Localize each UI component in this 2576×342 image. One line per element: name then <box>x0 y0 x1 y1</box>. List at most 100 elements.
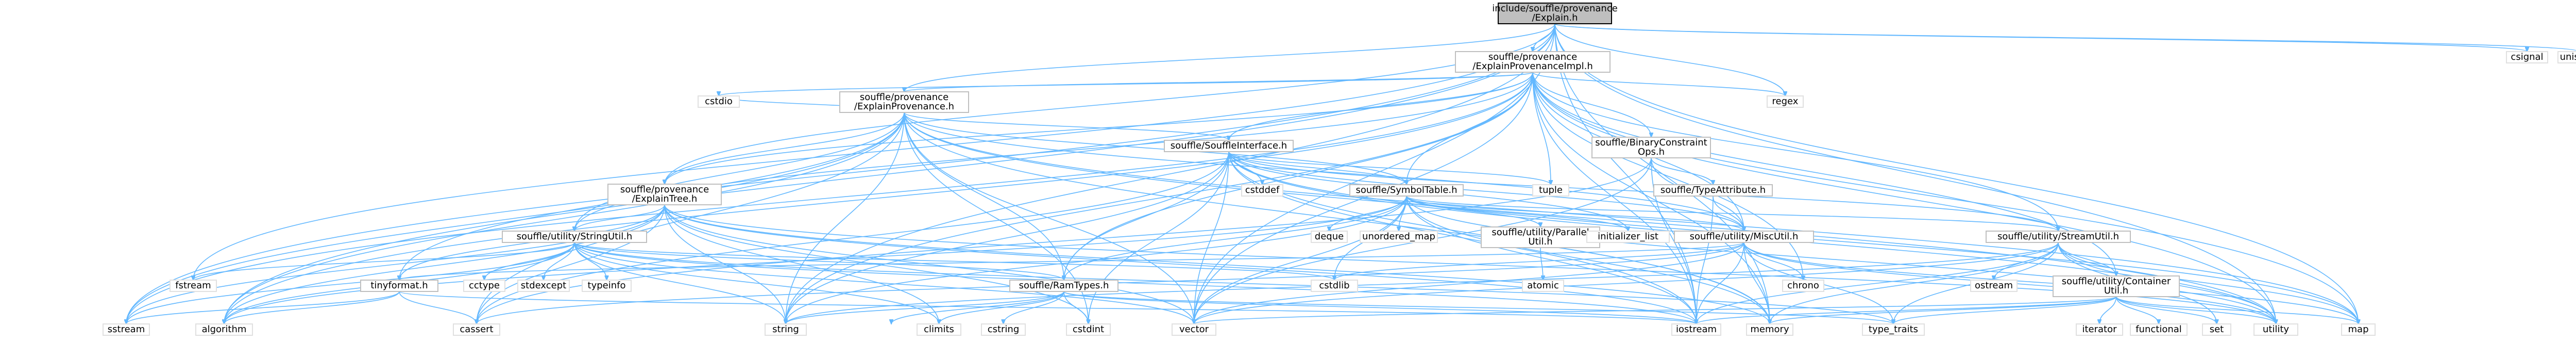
edge-stringutil-to-fstream <box>193 242 575 280</box>
edge-miscutil-to-iostream <box>1697 242 1744 324</box>
node-unordered_map[interactable]: unordered_map <box>1360 231 1438 243</box>
node-explainprov[interactable]: souffle/provenance/ExplainProvenance.h <box>839 91 969 113</box>
node-symboltable[interactable]: souffle/SymbolTable.h <box>1349 184 1464 197</box>
node-box-map <box>2341 323 2376 336</box>
node-box-binaryconstraint <box>1591 137 1711 158</box>
node-climits[interactable]: climits <box>917 323 961 336</box>
node-fstream[interactable]: fstream <box>170 280 217 292</box>
node-cstdint[interactable]: cstdint <box>1066 323 1111 336</box>
node-cctype[interactable]: cctype <box>463 280 505 292</box>
node-label-fstream: fstream <box>175 280 211 291</box>
edge-stringutil-to-cstdlib <box>574 242 1334 280</box>
edge-explainprovimpl-to-memory <box>1532 72 1770 324</box>
edge-miscutil-to-cstdlib <box>1334 242 1744 280</box>
edge-explainprovimpl-to-regex <box>1532 72 1785 96</box>
node-box-cassert <box>453 323 500 336</box>
node-box-cstdlib <box>1311 280 1358 292</box>
edge-miscutil-to-vector <box>1194 242 1744 324</box>
node-root[interactable]: include/souffle/provenance/Explain.h <box>1492 3 1618 24</box>
node-label-symboltable: souffle/SymbolTable.h <box>1355 185 1457 196</box>
edge-root-to-explainprov <box>904 23 1555 92</box>
node-box-string <box>765 323 807 336</box>
edge-containerutil-to-functional <box>2115 296 2159 324</box>
node-deque[interactable]: deque <box>1311 231 1348 243</box>
node-regex[interactable]: regex <box>1767 95 1804 108</box>
node-cstdlib[interactable]: cstdlib <box>1311 280 1358 292</box>
node-ramtypes[interactable]: souffle/RamTypes.h <box>1009 280 1118 292</box>
edge-explainprovimpl-to-utility <box>1532 72 2276 324</box>
edge-root-to-utility <box>1554 23 2276 324</box>
node-cstddef[interactable]: cstddef <box>1241 184 1283 197</box>
edge-root-to-algorithm <box>224 23 1555 324</box>
edge-explaintree-to-sstream <box>126 204 665 324</box>
edge-stringutil-to-stdexcept <box>544 242 575 280</box>
edge-explaintree-to-climits <box>664 204 939 324</box>
edge-containerutil-to-type_traits <box>1893 296 2117 324</box>
node-iterator[interactable]: iterator <box>2076 323 2123 336</box>
edge-explainprovimpl-to-sstream <box>126 72 1533 324</box>
node-box-atomic <box>1522 280 1564 292</box>
edge-streamutil-to-memory <box>1770 242 2059 324</box>
node-box-iterator <box>2076 323 2123 336</box>
node-label-functional: functional <box>2136 324 2182 335</box>
edge-explainprovimpl-to-streamutil <box>1532 72 2058 231</box>
node-label-cstring: cstring <box>988 324 1020 335</box>
node-initializer_list[interactable]: initializer_list <box>1586 231 1670 243</box>
node-typeattribute[interactable]: souffle/TypeAttribute.h <box>1653 184 1773 197</box>
node-miscutil[interactable]: souffle/utility/MiscUtil.h <box>1674 231 1814 243</box>
node-tinyformat[interactable]: tinyformat.h <box>360 280 438 292</box>
edge-symboltable-to-utility <box>1406 196 2276 324</box>
node-type_traits[interactable]: type_traits <box>1862 323 1925 336</box>
node-csignal[interactable]: csignal <box>2506 51 2548 63</box>
edge-explainprov-to-map <box>904 112 2359 324</box>
node-box-utility <box>2253 323 2298 336</box>
node-stdexcept[interactable]: stdexcept <box>517 280 570 292</box>
node-box-containerutil <box>2053 275 2180 297</box>
node-typeinfo[interactable]: typeinfo <box>582 280 632 292</box>
node-label-cstddef: cstddef <box>1245 185 1280 196</box>
node-label-binaryconstraint: souffle/BinaryConstraint <box>1595 137 1707 148</box>
edge-tinyformat-to-cassert <box>399 291 477 324</box>
node-vector[interactable]: vector <box>1172 323 1216 336</box>
node-box-memory <box>1746 323 1793 336</box>
edge-explainprovimpl-to-map <box>1532 72 2359 324</box>
node-label-unistd: unistd.h <box>2560 52 2576 62</box>
edge-containerutil-to-iostream <box>1697 296 2117 324</box>
node-iostream[interactable]: iostream <box>1671 323 1721 336</box>
node-memory[interactable]: memory <box>1746 323 1793 336</box>
node-label-parallelutil: Util.h <box>1528 236 1552 247</box>
node-explaintree[interactable]: souffle/provenance/ExplainTree.h <box>607 184 722 205</box>
node-label-ostream: ostream <box>1975 280 2013 291</box>
node-set[interactable]: set <box>2202 323 2231 336</box>
node-string[interactable]: string <box>765 323 807 336</box>
node-algorithm[interactable]: algorithm <box>195 323 253 336</box>
node-box-souffleinterface <box>1164 140 1294 152</box>
node-streamutil[interactable]: souffle/utility/StreamUtil.h <box>1986 231 2131 243</box>
edge-explaintree-to-iostream <box>664 204 1697 324</box>
edge-explaintree-to-cassert <box>477 204 665 324</box>
node-chrono[interactable]: chrono <box>1782 280 1824 292</box>
node-cassert[interactable]: cassert <box>453 323 500 336</box>
node-map[interactable]: map <box>2341 323 2376 336</box>
edge-symboltable-to-string <box>786 196 1407 324</box>
node-cstring[interactable]: cstring <box>981 323 1026 336</box>
node-unistd[interactable]: unistd.h <box>2557 51 2576 63</box>
edge-souffleinterface-to-vector <box>1194 151 1229 324</box>
node-utility[interactable]: utility <box>2253 323 2298 336</box>
node-functional[interactable]: functional <box>2130 323 2188 336</box>
node-atomic[interactable]: atomic <box>1522 280 1564 292</box>
node-tuple[interactable]: tuple <box>1532 184 1569 197</box>
node-souffleinterface[interactable]: souffle/SouffleInterface.h <box>1164 140 1294 152</box>
node-stringutil[interactable]: souffle/utility/StringUtil.h <box>502 231 647 243</box>
node-ostream[interactable]: ostream <box>1970 280 2018 292</box>
node-explainprovimpl[interactable]: souffle/provenance/ExplainProvenanceImpl… <box>1455 51 1611 73</box>
node-sstream[interactable]: sstream <box>103 323 150 336</box>
node-box-root <box>1498 3 1612 24</box>
edge-ramtypes-to-climits <box>939 291 1064 324</box>
node-box-csignal <box>2506 51 2548 63</box>
node-cstdio[interactable]: cstdio <box>698 95 740 108</box>
